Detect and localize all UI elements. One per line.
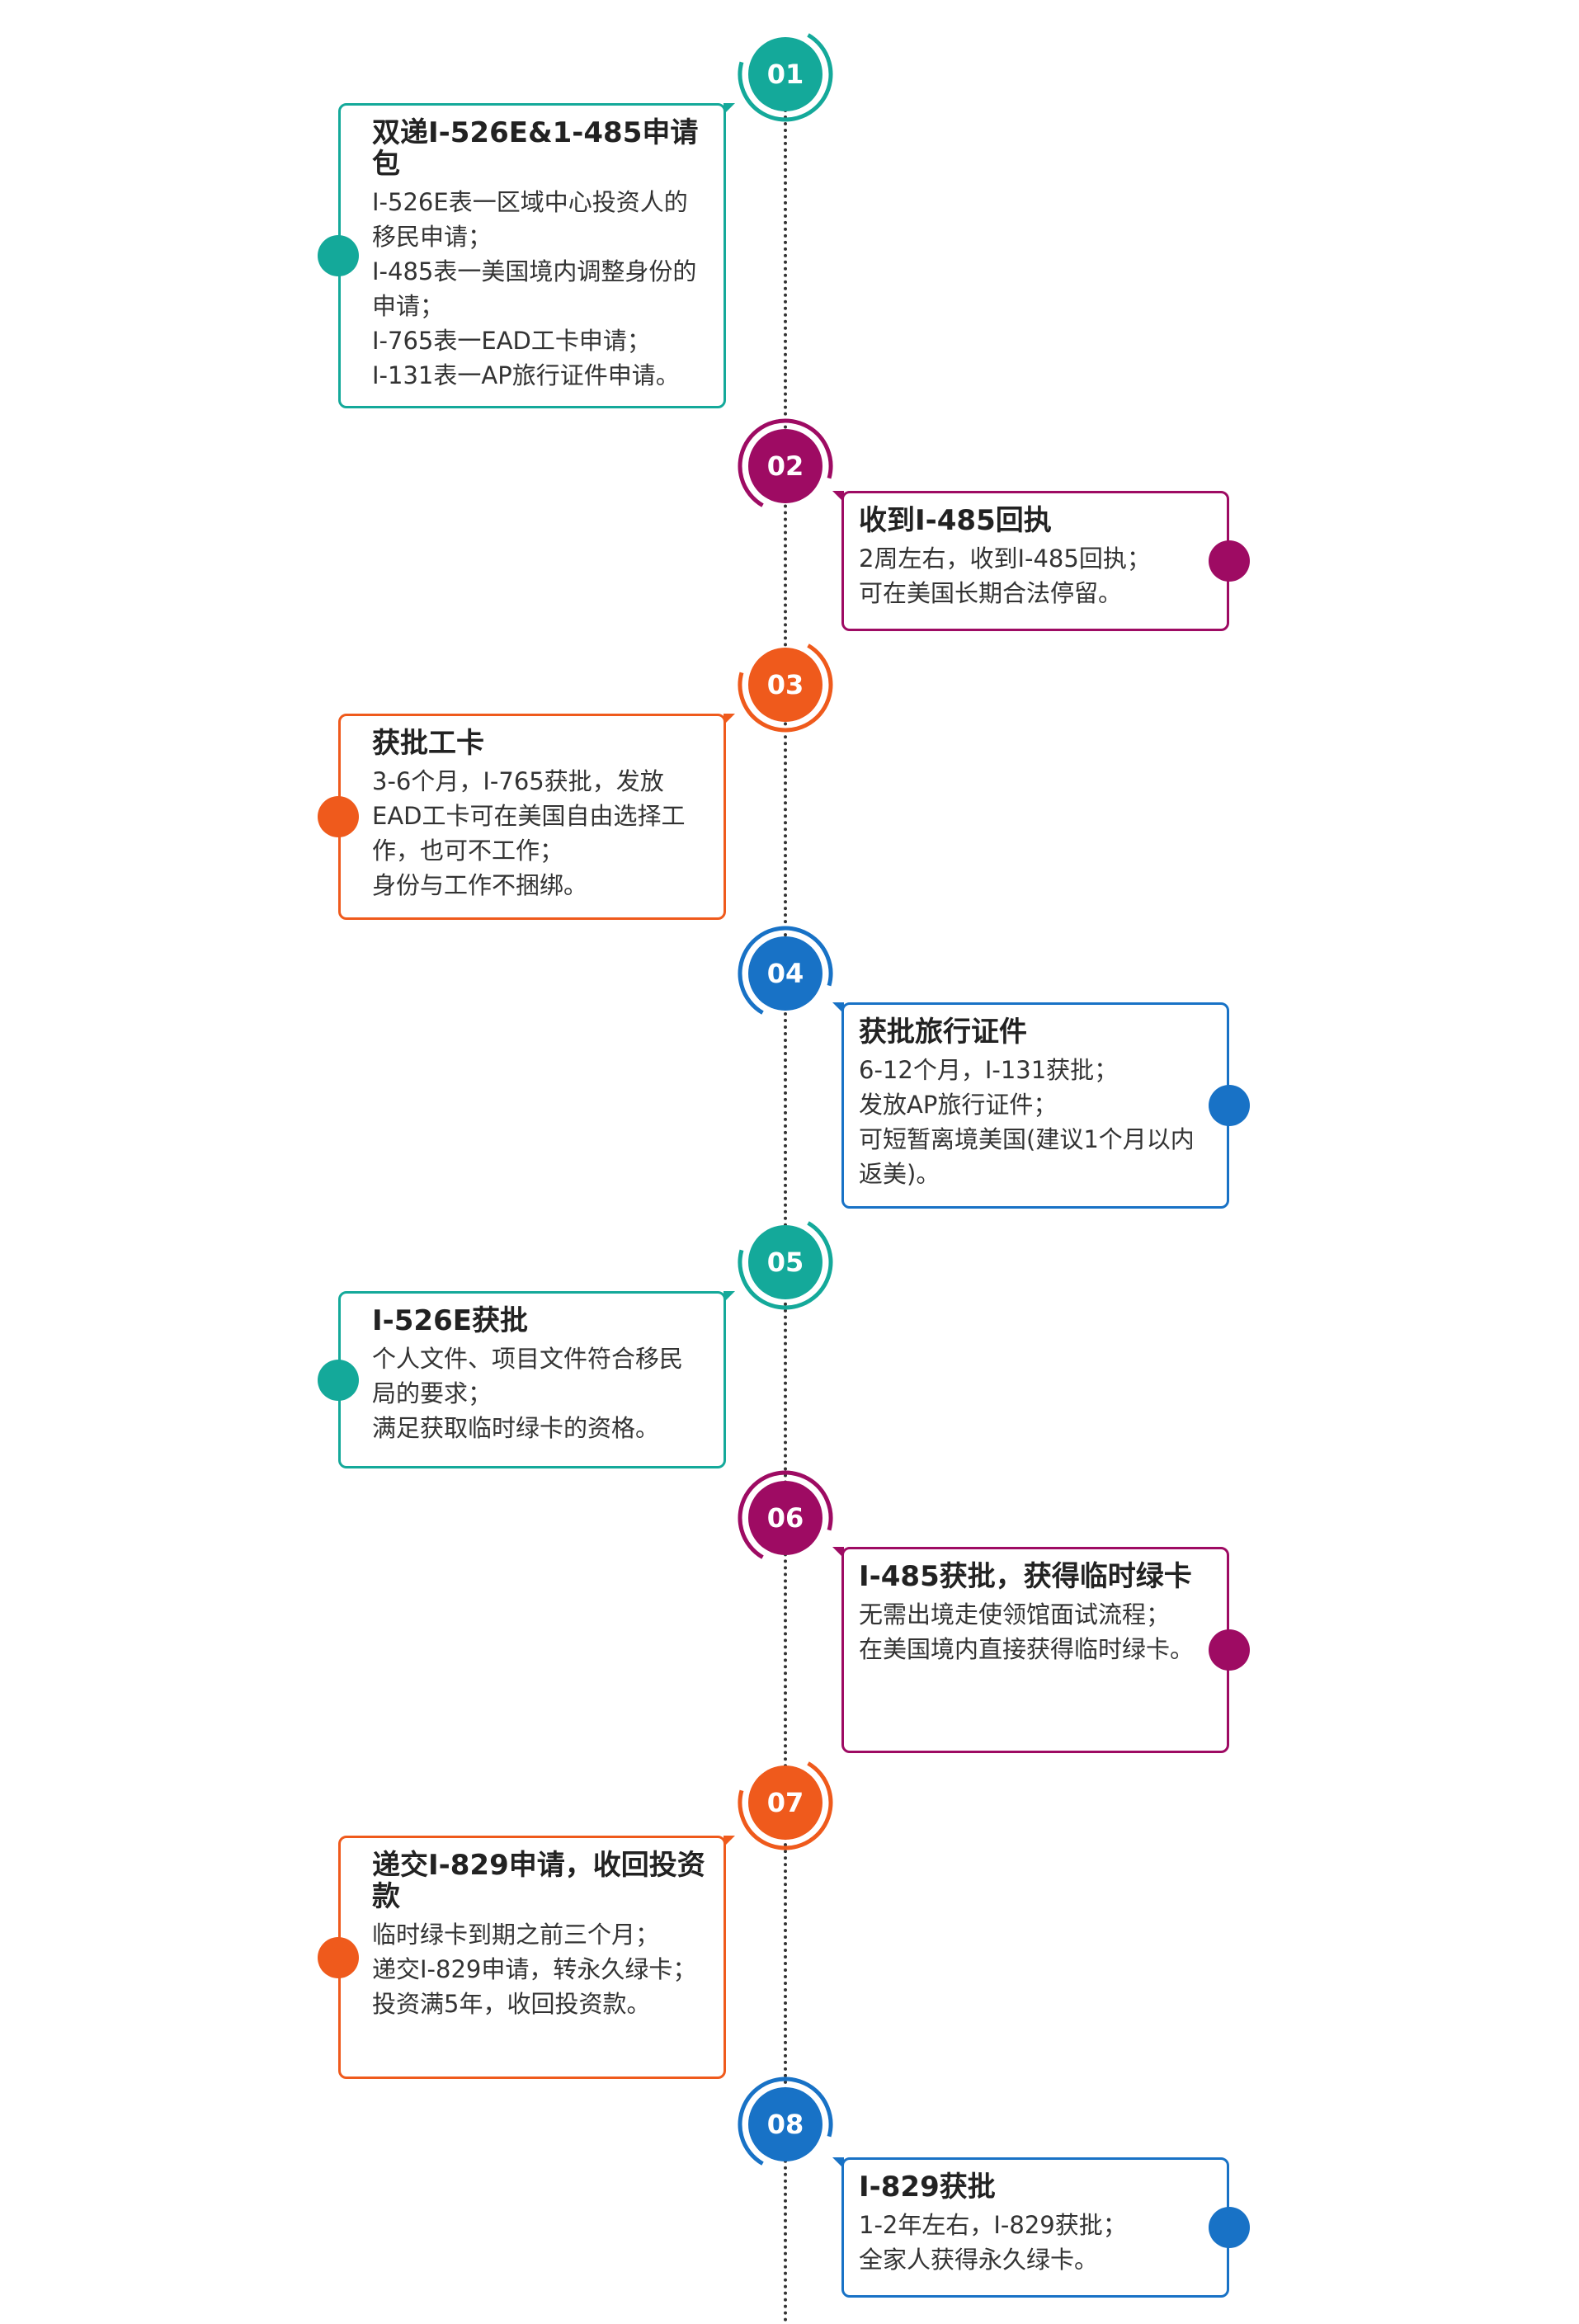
step-title: 获批旅行证件: [859, 1016, 1027, 1049]
badge-disk: [748, 1225, 822, 1299]
step-number: 03: [766, 669, 804, 700]
step-description-line: 可短暂离境美国(建议1个月以内返美)。: [859, 1125, 1195, 1188]
step-description-line: 发放AP旅行证件；: [859, 1091, 1058, 1119]
step-number: 01: [766, 59, 804, 90]
badge-ring: [738, 926, 833, 1021]
step-card-05: I-526E获批个人文件、项目文件符合移民局的要求； 满足获取临时绿卡的资格。: [338, 1291, 726, 1468]
badge-disk: [748, 648, 822, 722]
badge-ring: [738, 2077, 833, 2172]
badge-disk: [748, 936, 822, 1011]
step-badge-03: 03: [736, 635, 835, 734]
step-card-07: 递交I-829申请，收回投资款临时绿卡到期之前三个月； 递交I-829申请，转永久…: [338, 1836, 726, 2079]
card-pointer: [724, 714, 735, 725]
badge-disk: [748, 37, 822, 111]
badge-disk: [748, 1481, 822, 1555]
step-title: 双递I-526E&1-485申请包: [372, 116, 699, 181]
step-card-04: 获批旅行证件 6-12个月，I-131获批； 发放AP旅行证件； 可短暂离境美国(建议…: [841, 1002, 1229, 1209]
badge-ring: [738, 1470, 833, 1566]
step-number: 02: [766, 450, 804, 482]
step-description-line: I-526E表一区域中心投资人的移民申请；: [372, 188, 688, 251]
badge-ring: [738, 418, 833, 514]
card-pointer: [832, 491, 844, 502]
badge-outer-arc: [738, 1755, 833, 1850]
step-title: I-485获批，获得临时绿卡: [859, 1560, 1192, 1593]
card-side-dot: [1209, 1629, 1250, 1671]
step-card-02: 收到I-485回执 2周左右，收到I-485回执； 可在美国长期合法停留。: [841, 491, 1229, 631]
step-description-line: I-131表一AP旅行证件申请。: [372, 361, 680, 389]
step-badge-02: 02: [736, 417, 835, 516]
card-side-dot: [318, 1936, 359, 1978]
step-card-03: 获批工卡 3-6个月，I-765获批，发放EAD工卡可在美国自由选择工作，也可不工…: [338, 714, 726, 920]
step-description-line: I-485表一美国境内调整身份的申请；: [372, 257, 697, 320]
badge-outer-arc: [738, 1214, 833, 1310]
card-side-dot: [318, 235, 359, 276]
badge-outer-arc: [738, 1470, 833, 1566]
step-title: I-526E获批: [372, 1304, 528, 1337]
step-badge-06: 06: [736, 1468, 835, 1567]
badge-ring: [738, 1755, 833, 1850]
card-pointer: [832, 2157, 844, 2169]
step-title: I-829获批: [859, 2171, 996, 2204]
card-side-dot: [318, 1359, 359, 1401]
step-description-line: 2周左右，收到I-485回执；: [859, 544, 1151, 573]
card-pointer: [724, 1291, 735, 1303]
step-description-line: I-765表一EAD工卡申请；: [372, 327, 651, 355]
step-description-line: 临时绿卡到期之前三个月；: [372, 1921, 660, 1949]
step-description-line: 个人文件、项目文件符合移民局的要求；: [372, 1345, 684, 1407]
step-description-line: 1-2年左右，I-829获批；: [859, 2211, 1127, 2239]
step-number: 08: [766, 2109, 804, 2140]
timeline-axis: [784, 82, 787, 2324]
step-description-line: 在美国境内直接获得临时绿卡。: [859, 1635, 1195, 1663]
step-badge-01: 01: [736, 25, 835, 124]
step-badge-05: 05: [736, 1213, 835, 1312]
step-number: 04: [766, 958, 804, 989]
step-number: 05: [766, 1247, 804, 1278]
step-description-line: 可在美国长期合法停留。: [859, 579, 1123, 607]
badge-ring: [738, 637, 833, 733]
card-pointer: [724, 1836, 735, 1847]
step-badge-04: 04: [736, 924, 835, 1023]
badge-disk: [748, 2087, 822, 2161]
step-number: 07: [766, 1787, 804, 1818]
card-side-dot: [1209, 1085, 1250, 1126]
badge-outer-arc: [738, 926, 833, 1021]
card-pointer: [832, 1547, 844, 1558]
step-description-line: 投资满5年，收回投资款。: [372, 1990, 651, 2018]
card-pointer: [832, 1002, 844, 1014]
step-description-line: 递交I-829申请，转永久绿卡；: [372, 1955, 697, 1983]
card-side-dot: [318, 796, 359, 837]
step-description-line: 身份与工作不捆绑。: [372, 871, 588, 899]
badge-disk: [748, 1765, 822, 1840]
badge-outer-arc: [738, 2077, 833, 2172]
card-side-dot: [1209, 2207, 1250, 2248]
step-card-06: I-485获批，获得临时绿卡无需出境走使领馆面试流程； 在美国境内直接获得临时绿卡…: [841, 1547, 1229, 1753]
step-number: 06: [766, 1502, 804, 1534]
badge-ring: [738, 1214, 833, 1310]
step-card-08: I-829获批 1-2年左右，I-829获批； 全家人获得永久绿卡。: [841, 2157, 1229, 2298]
badge-outer-arc: [738, 26, 833, 122]
step-description-line: 3-6个月，I-765获批，发放EAD工卡可在美国自由选择工作，也可不工作；: [372, 767, 686, 865]
step-description-line: 6-12个月，I-131获批；: [859, 1056, 1119, 1084]
card-pointer: [724, 103, 735, 115]
step-title: 收到I-485回执: [859, 504, 1052, 537]
step-badge-08: 08: [736, 2075, 835, 2174]
step-title: 获批工卡: [372, 727, 484, 760]
step-description-line: 满足获取临时绿卡的资格。: [372, 1414, 660, 1442]
step-description-line: 无需出境走使领馆面试流程；: [859, 1600, 1171, 1629]
step-title: 递交I-829申请，收回投资款: [372, 1849, 705, 1913]
step-badge-07: 07: [736, 1753, 835, 1852]
badge-disk: [748, 429, 822, 503]
card-side-dot: [1209, 540, 1250, 582]
badge-ring: [738, 26, 833, 122]
step-description-line: 全家人获得永久绿卡。: [859, 2246, 1099, 2274]
